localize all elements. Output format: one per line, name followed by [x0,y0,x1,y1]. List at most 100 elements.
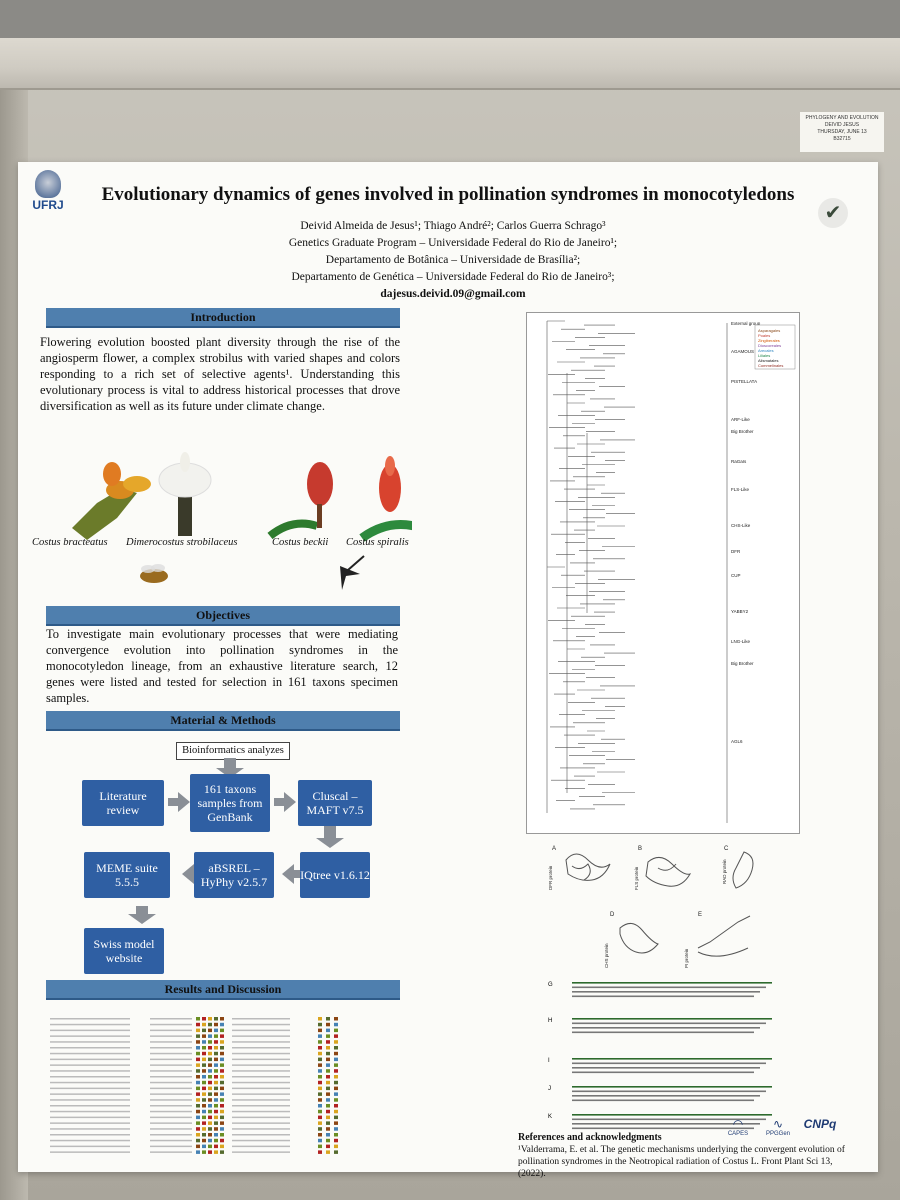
motif-block [202,1028,206,1033]
motif-block [334,1075,338,1079]
motif-block [202,1080,206,1085]
motif-row-label [50,1087,130,1090]
protein-label-fls: FLS protein [634,866,639,890]
results-motif-figure [50,1017,338,1154]
alignment-row [572,1067,760,1069]
motif-row-label [150,1064,192,1066]
motif-block [220,1075,224,1079]
motif-block [202,1127,206,1131]
motif-block [196,1115,200,1120]
motif-block [326,1121,330,1125]
motif-block [214,1133,218,1137]
motif-block [334,1063,338,1067]
motif-row-label [50,1099,130,1101]
tree-clade-label: CHS-Like [731,523,751,528]
motif-block [334,1150,338,1154]
panel-letter: A [552,846,556,852]
caption-costus-spiralis: Costus spiralis [346,537,409,548]
board-label-line: PHYLOGENY AND EVOLUTION [805,115,879,121]
motif-block [214,1063,218,1067]
caption-costus-beckii: Costus beckii [272,537,329,548]
motif-row-label [50,1151,130,1153]
motif-block [196,1034,200,1038]
capes-icon: ◠ [732,1117,744,1131]
motif-block [334,1133,338,1137]
motif-block [214,1022,218,1027]
references-text: ¹Valderrama, E. et al. The genetic mecha… [518,1145,845,1179]
panel-letter: C [724,846,729,852]
motif-block [202,1075,206,1079]
motif-block [220,1144,224,1149]
tree-clade-label: RaGaIs [731,459,747,464]
motif-row-label [232,1145,290,1148]
motif-row-label [232,1134,290,1136]
alignment-row [572,1062,766,1065]
motif-block [334,1034,338,1038]
motif-block [318,1046,322,1050]
dimerocostus-image [158,452,212,536]
capes-text: CAPES [727,1131,749,1137]
ppggen-logo: ∿ PPGGen [763,1117,793,1137]
step-literature-review: Literature review [82,780,164,826]
motif-block [334,1057,338,1062]
motif-block [196,1144,200,1149]
motif-row-label [50,1041,130,1043]
motif-block [326,1075,330,1079]
motif-block [220,1069,224,1073]
motif-block [220,1051,224,1056]
motif-block [208,1017,212,1021]
motif-block [196,1051,200,1056]
motif-block [196,1075,200,1079]
motif-block [326,1092,330,1096]
motif-block [326,1057,330,1062]
motif-block [334,1051,338,1056]
motif-block [326,1144,330,1149]
motif-row-label [150,1070,192,1072]
costus-bracteatus-image [72,462,151,540]
motif-row-label [150,1029,192,1032]
motif-row-label [150,1105,192,1107]
bee-icon [140,564,168,583]
motif-block [214,1109,218,1114]
motif-block [318,1133,322,1137]
tree-legend-entry: Arecales [758,348,774,353]
motif-row-label [50,1070,130,1072]
tree-clade-label: PISTELLATA [731,379,757,384]
alignment-row [572,1027,760,1029]
introduction-heading: Introduction [46,308,400,328]
ppggen-icon: ∿ [772,1117,784,1131]
motif-block [208,1022,212,1027]
alignment-row [572,1114,772,1116]
motif-block [202,1150,206,1154]
motif-row-label [50,1110,130,1113]
motif-block [196,1138,200,1143]
alignment-row [572,1099,754,1102]
poster-title: Evolutionary dynamics of genes involved … [101,184,795,205]
motif-row-label [150,1023,192,1026]
motif-row-label [232,1041,290,1043]
motif-block [318,1086,322,1091]
motif-block [334,1092,338,1096]
motif-block [202,1138,206,1143]
protein-label-dfr: DFR protein [548,865,553,890]
cnpq-logo: CNPq [803,1117,837,1131]
tree-clade-label: CUP [731,573,741,578]
motif-row-label [150,1128,192,1130]
motif-block [326,1046,330,1050]
motif-block [208,1075,212,1079]
motif-row-label [150,1116,192,1119]
motif-block [202,1098,206,1102]
tree-clade-label: External group [731,321,761,326]
step-genbank-samples: 161 taxons samples from GenBank [190,774,270,832]
step-iqtree: IQtree v1.6.12 [300,852,370,898]
motif-block [318,1127,322,1131]
motif-block [326,1150,330,1154]
motif-row-label [50,1064,130,1066]
ufrj-logo: UFRJ [28,170,68,212]
motif-block [202,1057,206,1062]
motif-block [196,1098,200,1102]
motif-block [214,1069,218,1073]
motif-block [326,1138,330,1143]
motif-block [220,1040,224,1044]
motif-block [196,1133,200,1137]
